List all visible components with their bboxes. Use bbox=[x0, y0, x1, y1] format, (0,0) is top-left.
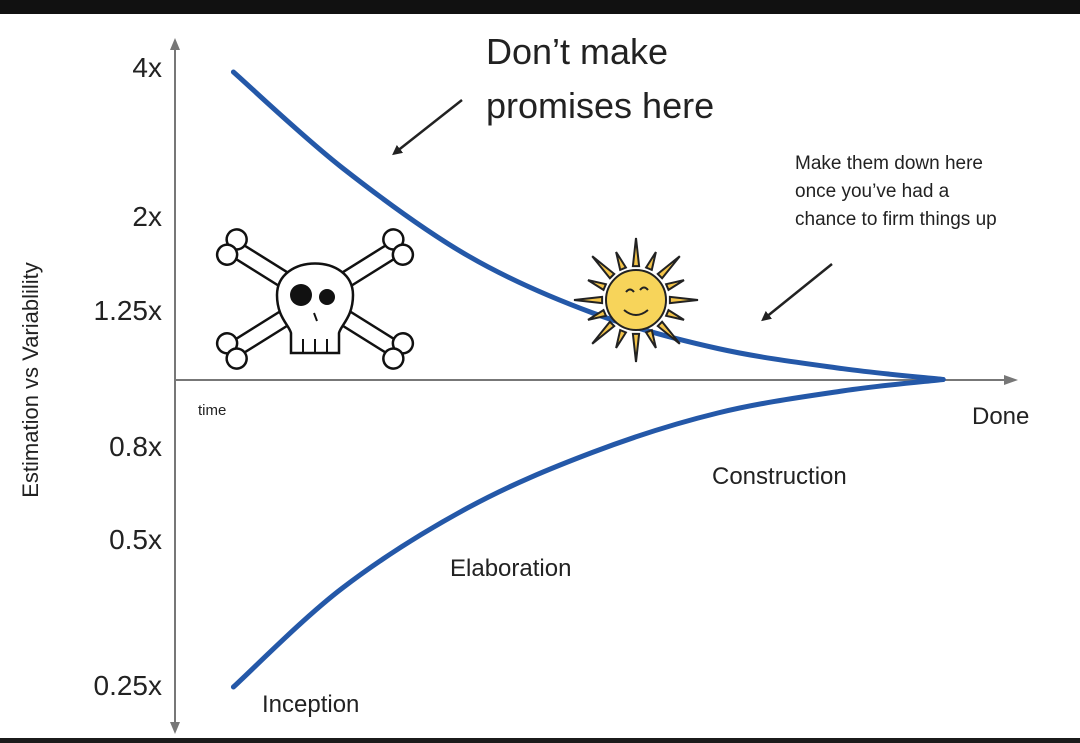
y-tick-4x: 4x bbox=[132, 52, 162, 83]
annotation-right-line3: chance to firm things up bbox=[795, 209, 997, 230]
lower-estimate-line bbox=[233, 380, 943, 688]
sun-ray bbox=[592, 256, 614, 278]
sun-icon bbox=[574, 238, 698, 362]
sun-ray bbox=[592, 322, 614, 344]
sun-ray bbox=[574, 297, 602, 303]
sun-ray bbox=[658, 256, 680, 278]
annotation-top-arrow bbox=[396, 100, 462, 152]
phase-construction: Construction bbox=[712, 463, 847, 490]
top-bar bbox=[0, 0, 1080, 14]
sun-ray bbox=[588, 280, 606, 290]
annotation-right-line2: once you’ve had a bbox=[795, 181, 950, 202]
sun-ray bbox=[616, 252, 626, 270]
y-tick-0.25x: 0.25x bbox=[94, 670, 163, 701]
y-tick-0.5x: 0.5x bbox=[109, 524, 162, 555]
y-axis-arrow-top bbox=[170, 38, 180, 50]
y-tick-0.8x: 0.8x bbox=[109, 431, 162, 462]
y-axis-label: Estimation vs Variablility bbox=[18, 262, 43, 498]
annotation-top-line2: promises here bbox=[486, 85, 714, 126]
done-label: Done bbox=[972, 403, 1029, 430]
cone-of-uncertainty-chart: Estimation vs Variablility 4x 2x 1.25x 0… bbox=[0, 14, 1080, 738]
skull-crossbones-icon bbox=[213, 226, 416, 373]
sun-ray bbox=[633, 334, 639, 362]
sun-ray bbox=[670, 297, 698, 303]
sun-ray bbox=[616, 330, 626, 348]
y-tick-1.25x: 1.25x bbox=[94, 295, 163, 326]
x-axis-arrow bbox=[1004, 375, 1018, 385]
phase-inception: Inception bbox=[262, 691, 359, 718]
sun-ray bbox=[666, 280, 684, 290]
sun-ray bbox=[646, 252, 656, 270]
x-axis-label: time bbox=[198, 402, 226, 419]
annotation-top-line1: Don’t make bbox=[486, 31, 668, 72]
y-tick-2x: 2x bbox=[132, 201, 162, 232]
phase-elaboration: Elaboration bbox=[450, 555, 571, 582]
sun-ray bbox=[666, 310, 684, 320]
annotation-right-line1: Make them down here bbox=[795, 153, 983, 174]
annotation-right-arrow bbox=[765, 264, 832, 318]
y-tick-labels: 4x 2x 1.25x 0.8x 0.5x 0.25x bbox=[94, 52, 163, 701]
y-axis-arrow-bottom bbox=[170, 722, 180, 734]
sun-ray bbox=[633, 238, 639, 266]
chart-canvas: Estimation vs Variablility 4x 2x 1.25x 0… bbox=[0, 14, 1080, 738]
